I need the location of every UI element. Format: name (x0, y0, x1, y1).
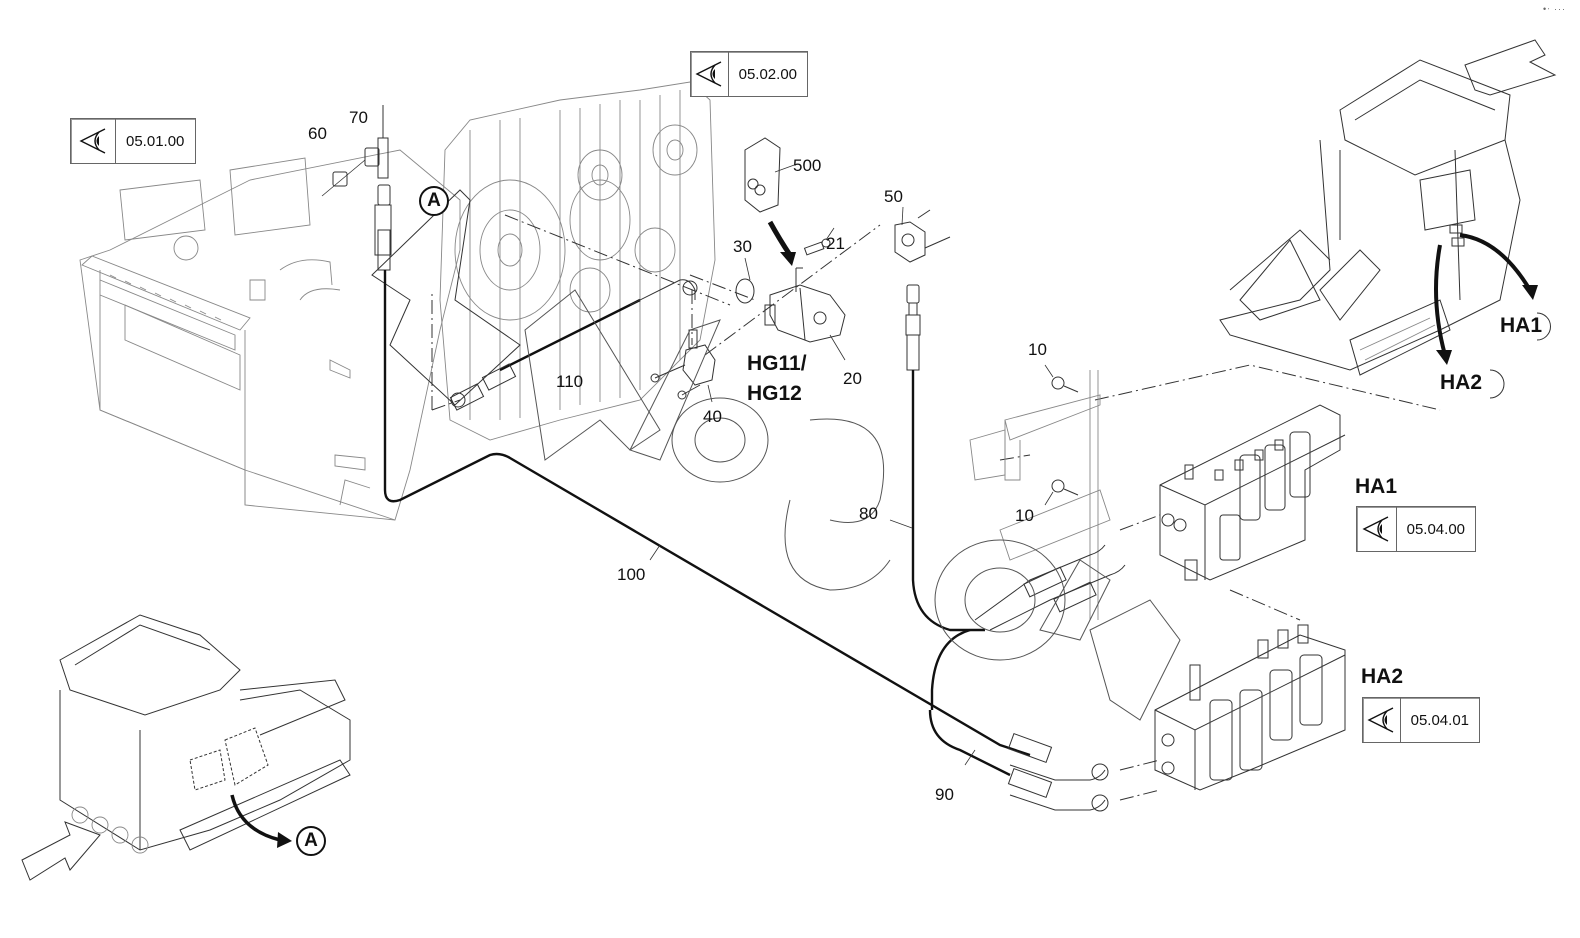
callout-80[interactable]: 80 (859, 504, 878, 523)
valve-block-ha2-label: HA2 (1361, 665, 1404, 688)
callout-500[interactable]: 500 (793, 156, 822, 175)
view-reference-05-01-00[interactable]: 05.01.00 (70, 118, 196, 164)
ha2-marker-arc (1489, 369, 1505, 399)
arrow-to-ha2 (1434, 244, 1447, 356)
callout-30[interactable]: 30 (733, 237, 752, 256)
overview-machine-rear (1219, 39, 1557, 376)
view-reference-05-02-00[interactable]: 05.02.00 (690, 51, 808, 97)
bracket (969, 370, 1111, 620)
reference-code: 05.04.00 (1406, 520, 1465, 538)
valve-block-ha2 (1154, 624, 1346, 791)
callout-110[interactable]: 110 (556, 372, 584, 391)
detail-a-marker-main[interactable]: A (419, 186, 449, 216)
watermark (524, 289, 1181, 721)
o-ring-30 (735, 278, 755, 304)
hose-80 (889, 284, 985, 710)
overview-machine-front (21, 614, 351, 881)
callout-90[interactable]: 90 (935, 785, 954, 804)
ha1-marker-arc (1536, 312, 1551, 341)
screw-10-lower (1044, 479, 1079, 506)
callout-21[interactable]: 21 (826, 234, 845, 253)
arrow-to-detail-a (230, 794, 281, 842)
arrow-to-detail-a-head (277, 832, 292, 848)
reference-code: 05.02.00 (738, 65, 797, 83)
corner-mark: •ᐧ ··· (1543, 4, 1566, 14)
detail-a-marker-overview[interactable]: A (296, 826, 326, 856)
callout-60[interactable]: 60 (308, 124, 327, 143)
assembly-lines (431, 214, 1441, 801)
hydraulic-pump-20 (764, 267, 846, 361)
arrow-to-ha2-head (1436, 350, 1452, 365)
screw-10-upper (1044, 364, 1079, 393)
callout-100[interactable]: 100 (617, 565, 646, 584)
overview-ha1-label: HA1 (1500, 314, 1543, 337)
arrow-to-ha1 (1459, 233, 1532, 292)
eye-view-icon (71, 119, 116, 163)
pump-group-label-line2: HG12 (747, 382, 802, 405)
valve-block-ha1 (1159, 404, 1346, 581)
eye-view-icon (1357, 507, 1397, 551)
leader-100 (649, 544, 661, 561)
view-reference-05-04-00[interactable]: 05.04.00 (1356, 506, 1476, 552)
hydraulic-tank (79, 149, 461, 521)
hose-90 (928, 709, 1109, 812)
callout-50[interactable]: 50 (884, 187, 903, 206)
fittings-60-70 (321, 105, 392, 271)
arrow-to-ha1-head (1522, 285, 1538, 300)
reference-code: 05.01.00 (126, 132, 185, 150)
reference-code: 05.04.01 (1410, 711, 1469, 729)
hose-100 (383, 270, 1031, 757)
hose-110 (449, 279, 698, 411)
bolt-21 (803, 227, 835, 256)
callout-10-lower[interactable]: 10 (1015, 506, 1034, 525)
engine-block (371, 81, 716, 441)
callout-70[interactable]: 70 (349, 108, 368, 127)
flange-50 (894, 206, 951, 263)
callout-40[interactable]: 40 (703, 407, 722, 426)
pump-group-label-line1: HG11/ (747, 352, 807, 375)
valve-block-ha1-label: HA1 (1355, 475, 1398, 498)
install-arrow (767, 220, 793, 257)
eye-view-icon (1363, 698, 1401, 742)
overview-ha2-label: HA2 (1440, 371, 1483, 394)
hoses-ha1 (974, 544, 1126, 631)
eye-view-icon (691, 52, 729, 96)
seal-kit-500 (744, 137, 798, 213)
callout-10-upper[interactable]: 10 (1028, 340, 1047, 359)
install-arrow-head (780, 252, 796, 266)
callout-20[interactable]: 20 (843, 369, 862, 388)
fitting-40 (650, 329, 716, 403)
view-reference-05-04-01[interactable]: 05.04.01 (1362, 697, 1480, 743)
